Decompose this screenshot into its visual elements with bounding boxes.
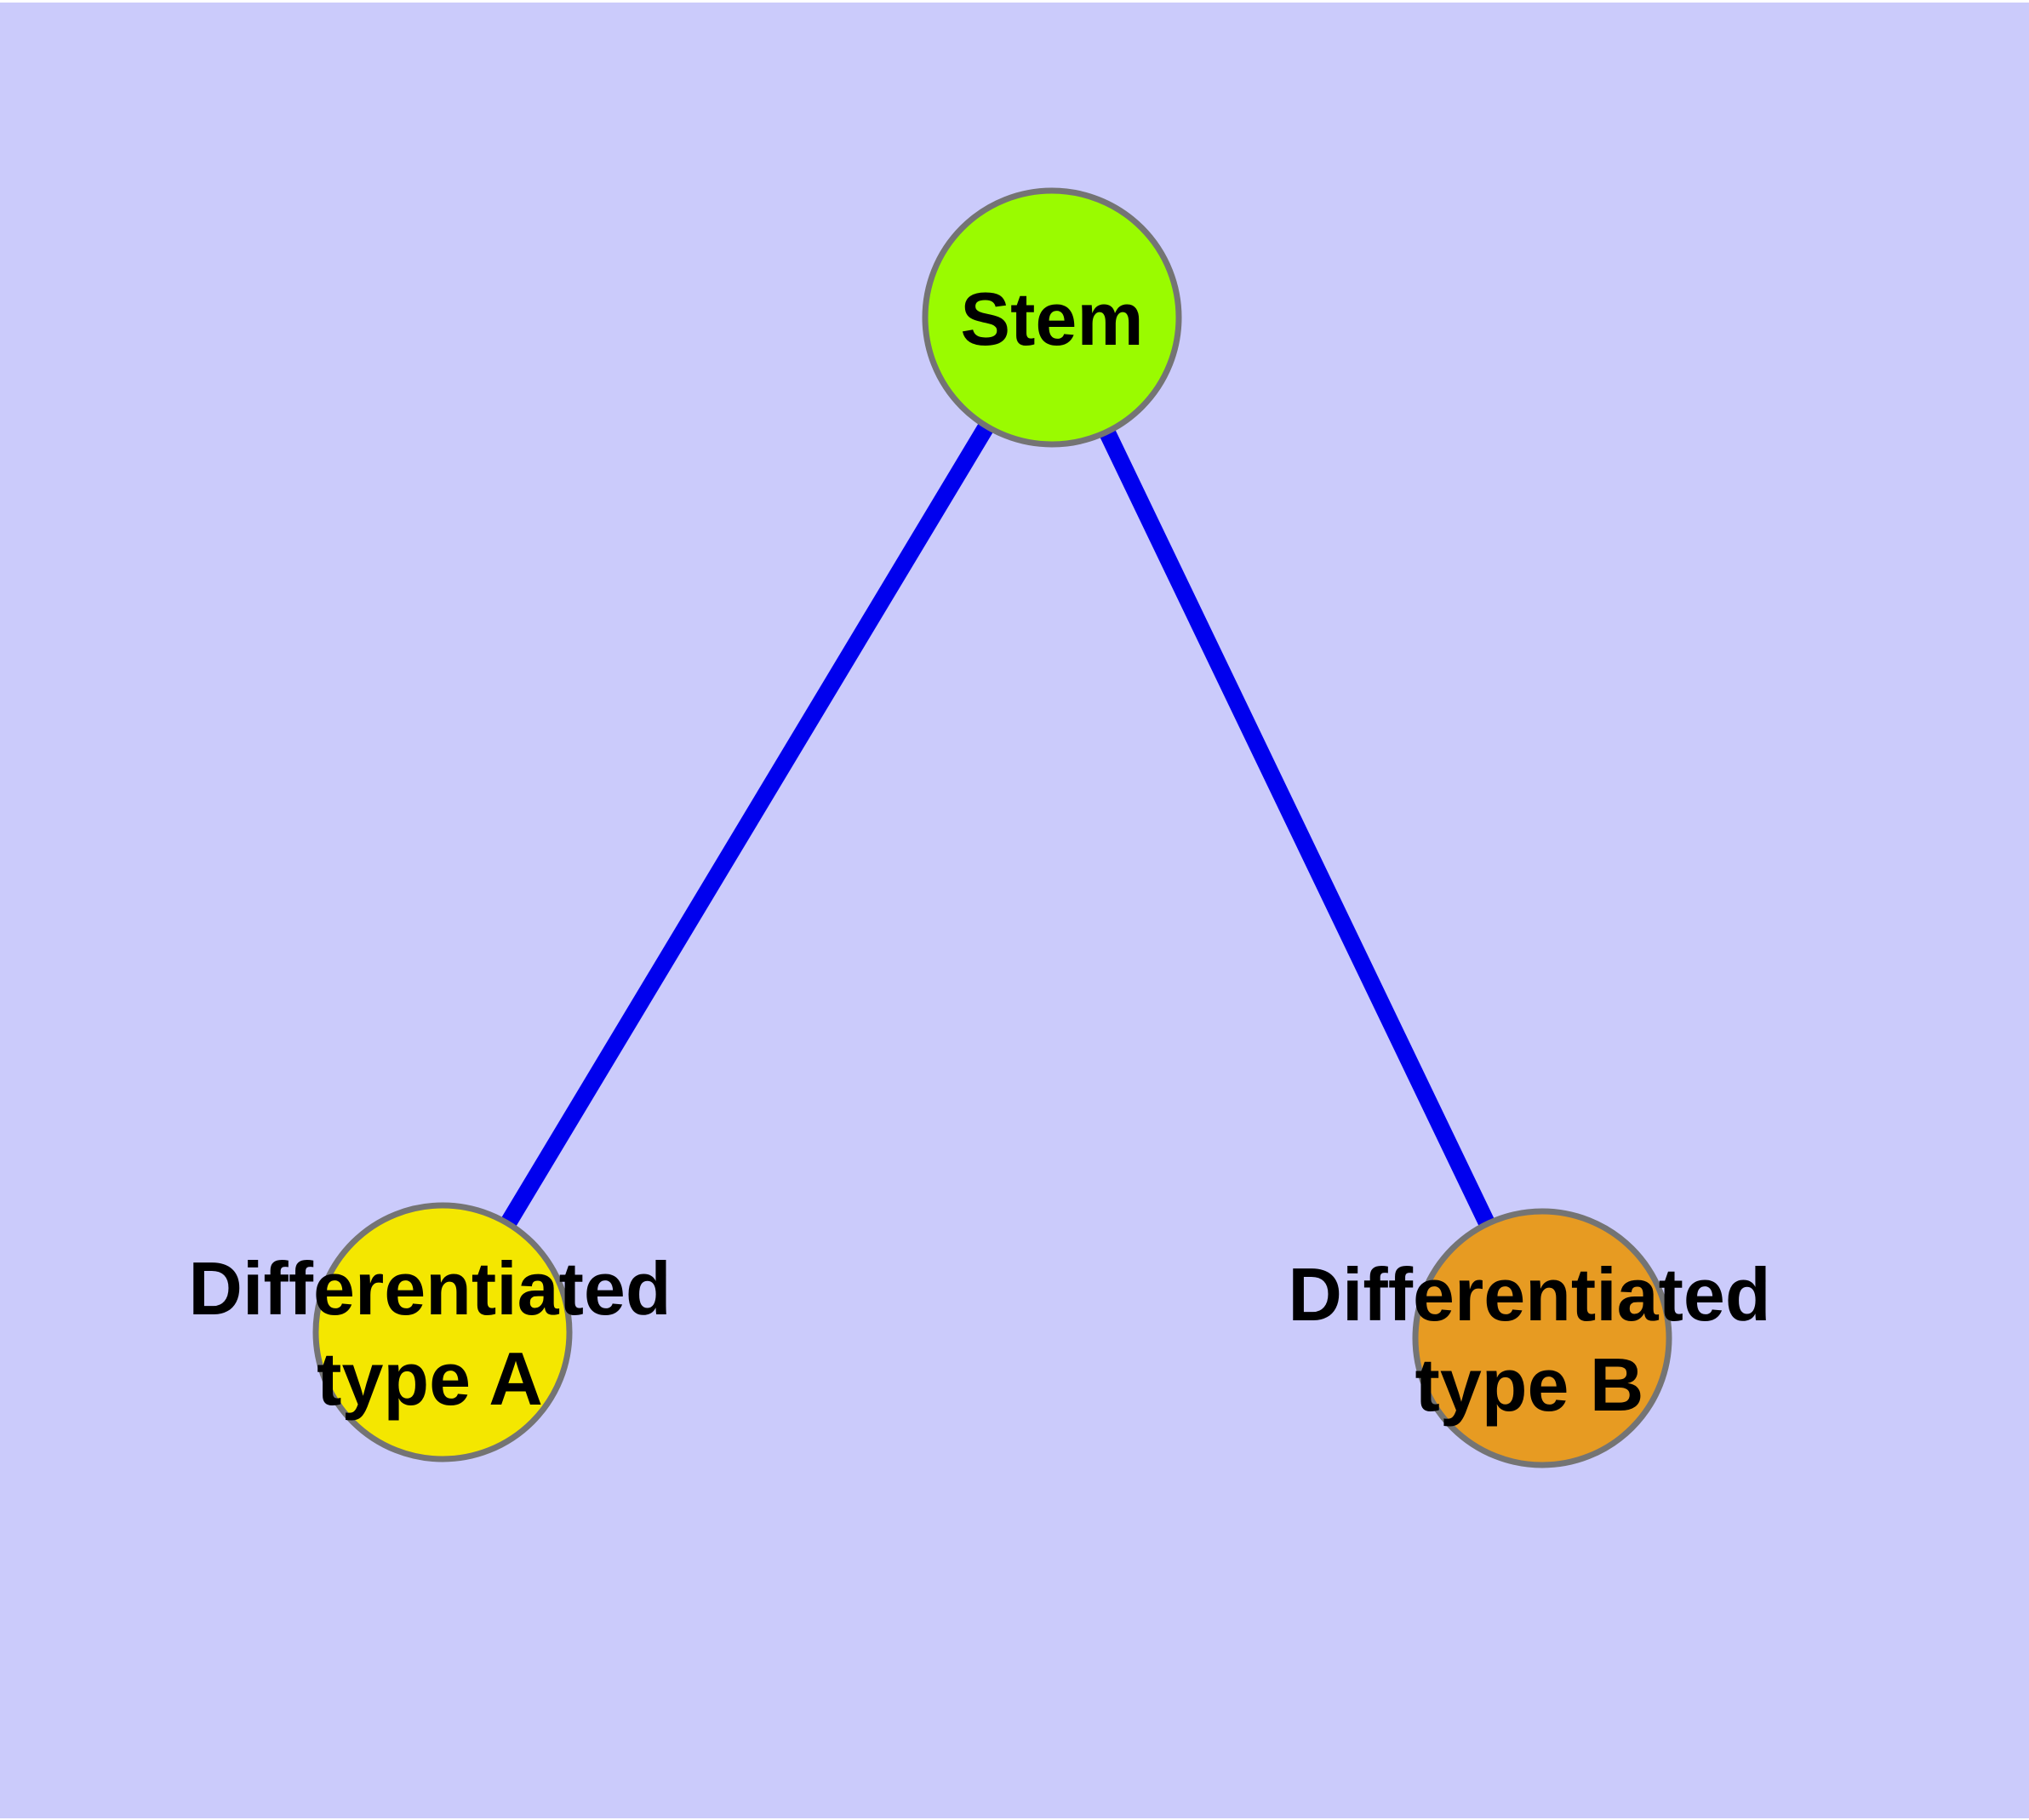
node-label-line: type A: [317, 1336, 543, 1421]
node-label-line: Differentiated: [1288, 1252, 1770, 1336]
node-label-stem: Stem: [960, 277, 1143, 361]
node-typeB: [1412, 1208, 1672, 1468]
node-label-line: type B: [1415, 1342, 1644, 1427]
node-typeA: [312, 1202, 573, 1462]
node-label-line: Differentiated: [188, 1246, 671, 1331]
edge-stem-typeB: [1043, 313, 1551, 1342]
node-label-line: Stem: [960, 277, 1143, 361]
node-stem: [922, 187, 1182, 448]
edge-stem-typeA: [435, 312, 1060, 1337]
